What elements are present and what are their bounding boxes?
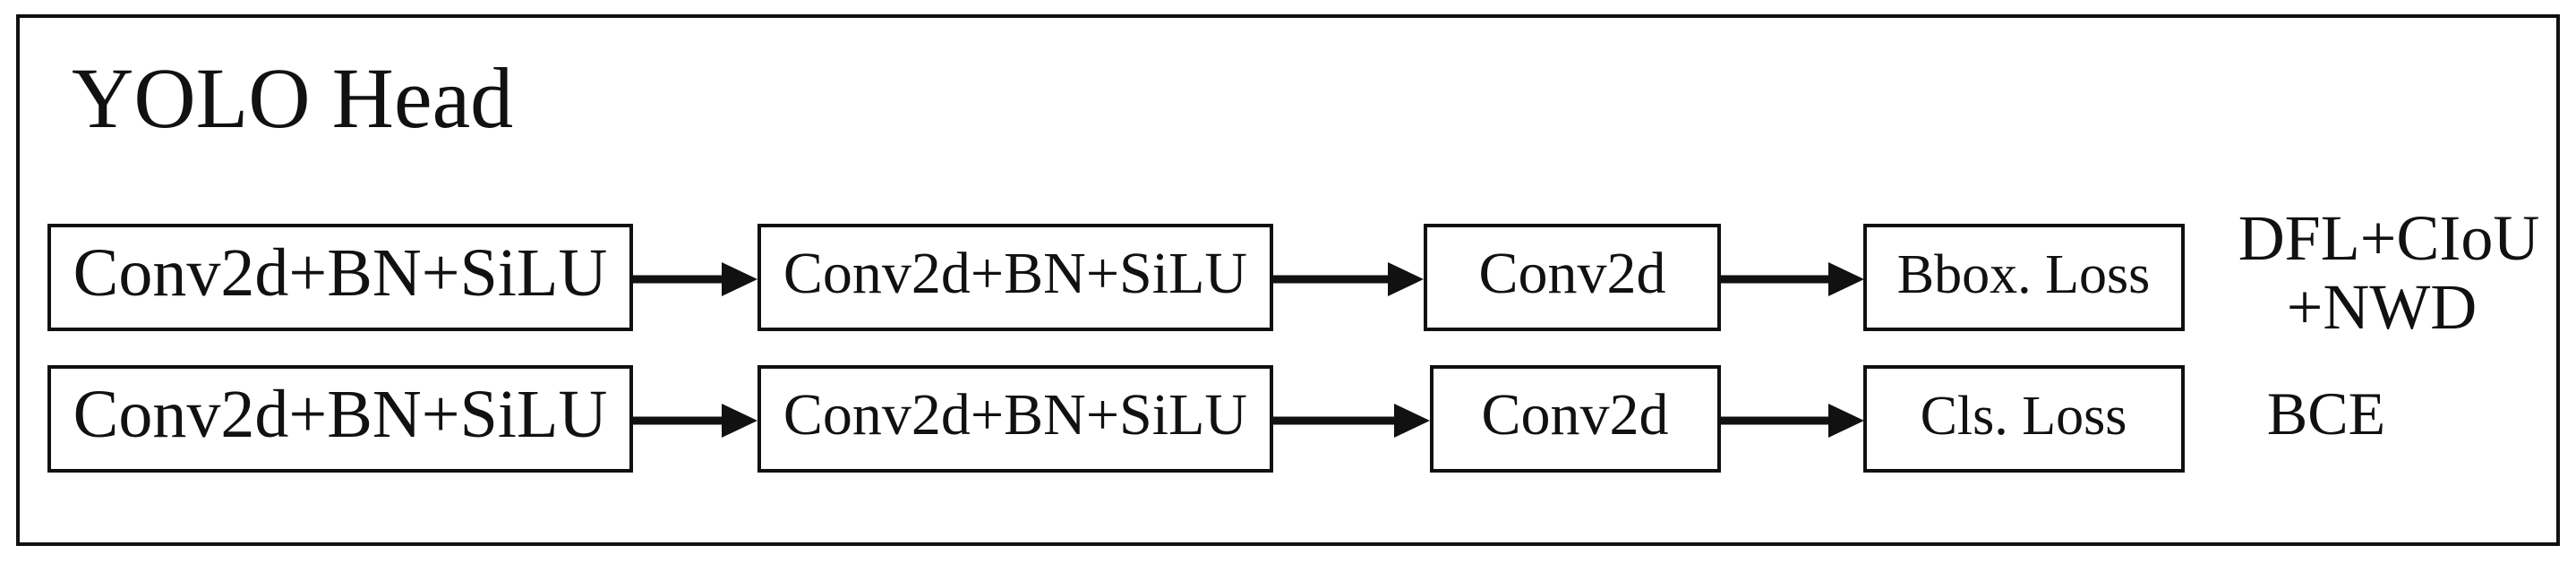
row1-block3-box xyxy=(1424,224,1721,331)
diagram-title: YOLO Head xyxy=(72,50,513,146)
row2-block1-box xyxy=(47,365,633,473)
row1-arrow3-head xyxy=(1828,262,1864,296)
row1-block1-box xyxy=(47,224,633,331)
cls-branch-row: Conv2d+BN+SiLU Conv2d+BN+SiLU Conv2d Cls… xyxy=(47,365,2385,473)
row2-block2-label: Conv2d+BN+SiLU xyxy=(783,382,1247,447)
bbox-loss-label: Bbox. Loss xyxy=(1897,244,2150,305)
row1-arrow1-head xyxy=(722,262,757,296)
cls-loss-function: BCE xyxy=(2267,379,2385,447)
cls-loss-box xyxy=(1863,365,2185,473)
outer-frame xyxy=(16,14,2560,546)
bbox-loss-function-line2: +NWD xyxy=(2287,271,2478,343)
row2-block1-label: Conv2d+BN+SiLU xyxy=(73,377,608,452)
row1-arrow2-head xyxy=(1388,262,1424,296)
row1-block1-label: Conv2d+BN+SiLU xyxy=(73,235,608,311)
cls-loss-label: Cls. Loss xyxy=(1921,386,2127,447)
row1-block2-label: Conv2d+BN+SiLU xyxy=(783,241,1247,306)
row2-block3-label: Conv2d xyxy=(1481,382,1668,447)
row2-block3-box xyxy=(1430,365,1721,473)
row2-arrow3-head xyxy=(1828,404,1864,438)
row2-arrow1-head xyxy=(722,404,757,438)
row1-block3-label: Conv2d xyxy=(1478,241,1665,306)
row2-arrow2-head xyxy=(1394,404,1430,438)
bbox-loss-function-line1: DFL+CIoU xyxy=(2238,202,2540,274)
bbox-loss-box xyxy=(1863,224,2185,331)
bbox-branch-row: Conv2d+BN+SiLU Conv2d+BN+SiLU Conv2d Bbo… xyxy=(47,202,2540,343)
